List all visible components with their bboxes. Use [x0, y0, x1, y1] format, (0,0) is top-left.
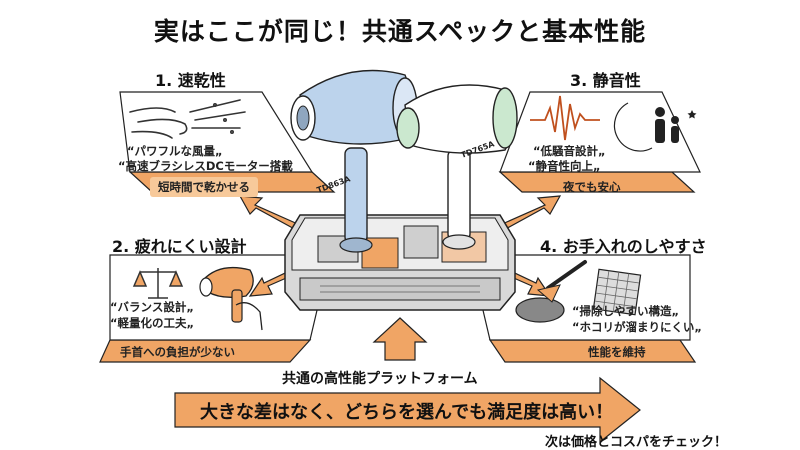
wind-icon [129, 99, 246, 139]
pill-maintenance: 性能を維持 [588, 345, 646, 359]
section-title-quiet: 3. 静音性 [570, 71, 641, 90]
quote-maintenance-1: “掃除しやすい構造„ [572, 304, 680, 318]
pill-quiet: 夜でも安心 [563, 180, 621, 194]
footer-note: 次は価格とコスパをチェック！ [545, 435, 728, 450]
moon-family-icon [613, 102, 697, 152]
page-title: 実はここが同じ！共通スペックと基本性能 [153, 17, 647, 46]
platform-label: 共通の高性能プラットフォーム [282, 371, 478, 387]
cleaning-brush-icon [515, 260, 587, 323]
quote-quick-dry-1: “パワフルな風量„ [127, 144, 223, 158]
pill-quick-dry: 短時間で乾かせる [150, 177, 258, 197]
hand-dryer-icon [199, 266, 263, 331]
quote-ergonomic-1: “バランス設計„ [110, 300, 194, 314]
conclusion-banner: 大きな差はなく、どちらを選んでも満足度は高い！ [200, 402, 614, 423]
banner-arrow [174, 376, 641, 444]
dryer-green [396, 84, 518, 250]
quote-maintenance-2: “ホコリが溜まりにくい„ [572, 320, 702, 334]
quote-quiet-2: “静音性向上„ [528, 159, 601, 173]
filter-mesh-icon [592, 268, 642, 316]
scale-icon [132, 268, 184, 299]
quote-ergonomic-2: “軽量化の工夫„ [110, 316, 195, 330]
platform-board [284, 214, 516, 311]
pill-ergonomic: 手首への負担が少ない [120, 345, 235, 359]
section-title-ergonomic: 2. 疲れにくい設計 [112, 237, 247, 256]
section-title-quick-dry: 1. 速乾性 [155, 71, 226, 90]
section-title-maintenance: 4. お手入れのしやすさ [540, 237, 707, 256]
tile-ergonomic [99, 254, 331, 363]
quote-quick-dry-2: “高速ブラシレスDCモーター搭載 [118, 159, 293, 173]
sound-wave-icon [530, 95, 600, 141]
quote-quiet-1: “低騒音設計„ [533, 144, 606, 158]
